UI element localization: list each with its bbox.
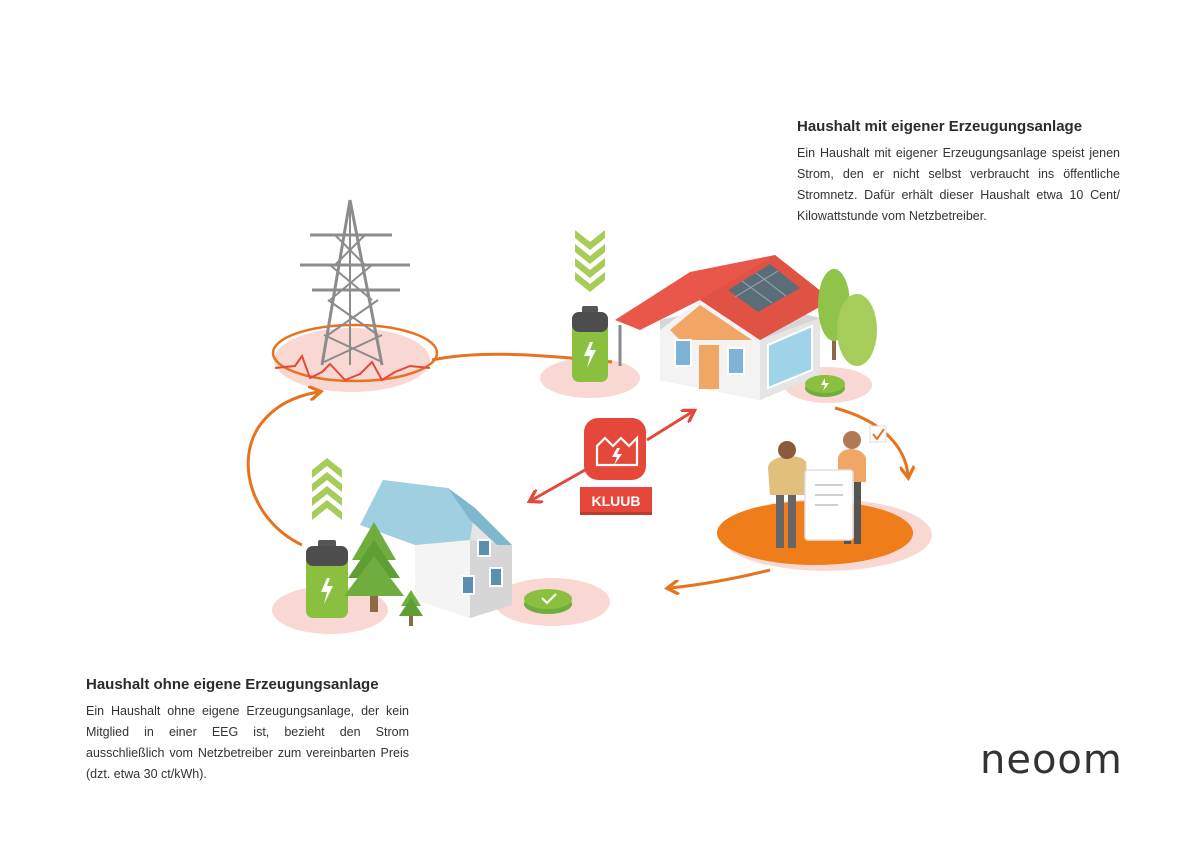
arrow-kluub-to-small-house xyxy=(532,468,586,500)
house-with-solar xyxy=(615,255,832,400)
arrow-people-to-small-house xyxy=(670,568,771,588)
kluub-label: KLUUB xyxy=(592,493,641,509)
meter-icon-bottom xyxy=(524,589,572,614)
pylon-platform xyxy=(274,328,430,392)
meter-icon-top xyxy=(805,375,845,397)
paragraph-without-generation: Ein Haushalt ohne eigene Erzeugungsanlag… xyxy=(86,704,409,781)
arrow-small-house-to-grid xyxy=(246,392,318,547)
heading-with-generation: Haushalt mit eigener Erzeugungsanlage xyxy=(797,118,1083,135)
neoom-logo: neoom xyxy=(980,737,1123,783)
paragraph-with-generation: Ein Haushalt mit eigener Erzeugungsanlag… xyxy=(797,146,1120,223)
people-signing-contract xyxy=(768,425,887,548)
fir-tree-icon xyxy=(344,522,423,626)
battery-icon-top xyxy=(572,306,608,382)
pylon-spark xyxy=(274,353,431,382)
arrow-kluub-to-big-house xyxy=(646,412,692,442)
tree-icon-right xyxy=(818,269,877,366)
heading-without-generation: Haushalt ohne eigene Erzeugungsanlage xyxy=(86,676,379,693)
text-block-with-generation: Haushalt mit eigener Erzeugungsanlage Ei… xyxy=(797,118,1120,227)
arrow-house-to-people xyxy=(834,406,908,475)
chevron-up-icon-top xyxy=(575,230,605,292)
kluub-badge: KLUUB xyxy=(580,487,652,515)
power-pylon xyxy=(300,199,410,366)
pylon-platform-ring xyxy=(271,323,439,383)
chevron-up-icon-bottom xyxy=(312,458,342,520)
house-without-generation xyxy=(360,480,512,618)
battery-icon-bottom xyxy=(306,540,348,618)
checkmark-icon xyxy=(872,428,885,441)
kluub-app-icon[interactable] xyxy=(584,418,646,480)
text-block-without-generation: Haushalt ohne eigene Erzeugungsanlage Ei… xyxy=(86,676,409,785)
